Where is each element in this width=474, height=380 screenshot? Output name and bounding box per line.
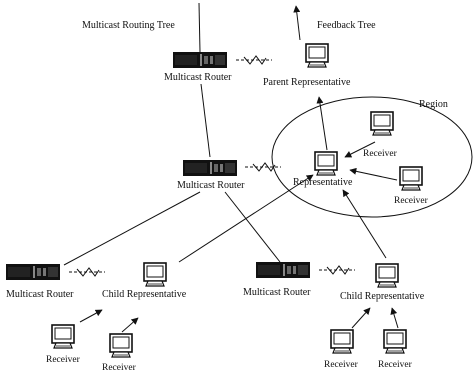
link-right	[318, 265, 356, 275]
arrow-receiverB1-to-childright	[351, 307, 371, 329]
arrow-childleft-to-rep	[178, 174, 314, 263]
label-parent-representative: Parent Representative	[263, 77, 351, 88]
title-multicast-routing-tree: Multicast Routing Tree	[82, 20, 175, 31]
router-mid	[183, 160, 237, 176]
feedback-tree-arrows	[79, 5, 399, 333]
router-left	[6, 264, 60, 280]
computer-receiver-l1	[51, 324, 75, 349]
label-child-rep-right: Child Representative	[340, 291, 425, 302]
edge-top-to-up	[198, 2, 201, 53]
label-router-right: Multicast Router	[243, 287, 311, 298]
computer-parent-representative	[305, 43, 329, 68]
computer-receiver-b1	[330, 329, 354, 354]
label-receiver-r1: Receiver	[363, 149, 397, 159]
router-top	[173, 52, 227, 68]
link-top	[235, 55, 273, 65]
arrow-parent-up	[293, 5, 301, 41]
edge-router-top-to-router-mid	[200, 83, 211, 158]
link-left	[68, 267, 106, 277]
computer-receiver-l2	[109, 333, 133, 358]
computer-child-rep-left	[143, 262, 167, 287]
label-receiver-l1: Receiver	[46, 355, 80, 365]
arrow-receiverL2-to-childleft	[121, 317, 139, 333]
computer-representative	[314, 151, 338, 176]
computer-receiver-b2	[383, 329, 407, 354]
arrow-receiver2-to-rep	[349, 167, 398, 181]
title-feedback-tree: Feedback Tree	[317, 20, 376, 31]
label-receiver-b2: Receiver	[378, 360, 412, 370]
edge-router-mid-to-router-left	[63, 191, 201, 266]
arrow-receiverB2-to-childright	[390, 307, 399, 329]
link-mid	[244, 162, 282, 172]
arrow-receiver1-to-rep	[344, 141, 376, 158]
label-receiver-b1: Receiver	[324, 360, 358, 370]
label-receiver-r2: Receiver	[394, 196, 428, 206]
label-receiver-l2: Receiver	[102, 363, 136, 373]
region-label: Region	[419, 99, 448, 110]
label-router-top: Multicast Router	[164, 72, 232, 83]
edge-router-mid-to-router-right	[224, 191, 281, 263]
computer-child-rep-right	[375, 263, 399, 288]
label-representative: Representative	[293, 177, 353, 188]
routing-tree-edges	[63, 2, 281, 266]
computer-receiver-r2	[399, 166, 423, 191]
router-right	[256, 262, 310, 278]
label-router-left: Multicast Router	[6, 289, 74, 300]
arrow-childright-to-rep	[342, 189, 387, 259]
arrow-receiverL1-to-childleft	[79, 309, 103, 323]
label-router-mid: Multicast Router	[177, 180, 245, 191]
region-ellipse	[271, 96, 473, 218]
label-child-rep-left: Child Representative	[102, 289, 187, 300]
computer-receiver-r1	[370, 111, 394, 136]
